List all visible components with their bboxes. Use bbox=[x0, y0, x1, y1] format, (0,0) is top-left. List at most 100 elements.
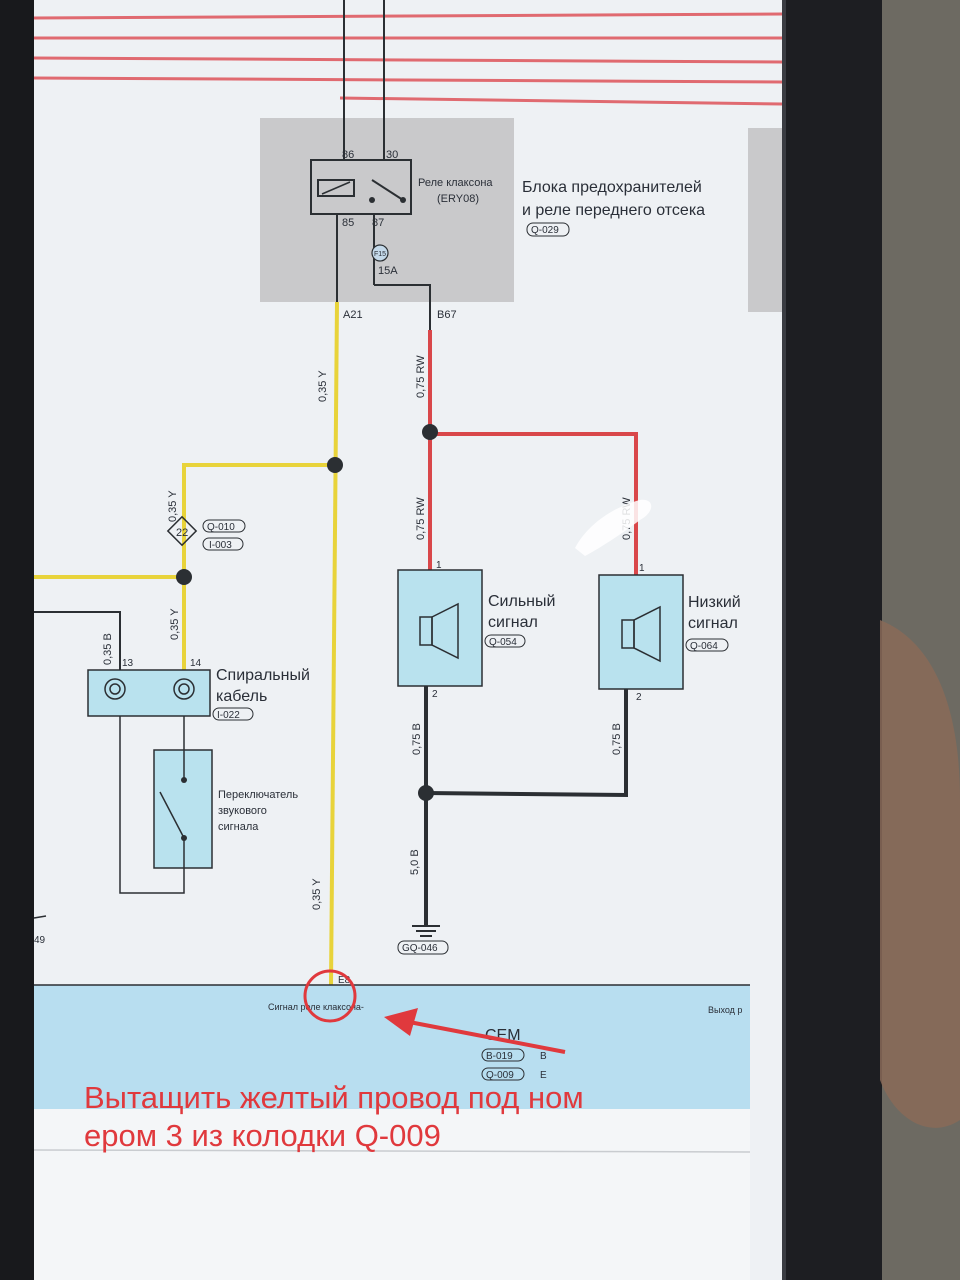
label-wire-8: 0,75 B bbox=[411, 723, 423, 755]
cem-signal-label: Сигнал реле клаксона- bbox=[268, 1002, 364, 1012]
connector-ref2-badge bbox=[202, 537, 244, 551]
annotation-text-1: Вытащить желтый провод под ном bbox=[84, 1080, 584, 1115]
fuse-box-panel bbox=[260, 118, 514, 302]
label-wire-7: 0,35 B bbox=[102, 633, 114, 665]
horn-low-box bbox=[598, 574, 684, 690]
horn-high-pin1: 1 bbox=[436, 560, 442, 571]
splice-red bbox=[422, 424, 438, 440]
label-wire-6: 0,35 Y bbox=[169, 608, 181, 640]
horn-high-cone bbox=[431, 602, 459, 660]
relay-pin-85: 85 bbox=[342, 217, 354, 229]
fuse-rating: 15A bbox=[378, 265, 398, 277]
spiral-cable-box bbox=[87, 669, 211, 717]
horn-high-label-1: Сильный bbox=[488, 593, 555, 610]
annotation-arrow-shaft bbox=[403, 1019, 566, 1054]
switch-label-1: Переключатель bbox=[218, 789, 298, 801]
annotation-arrow-head bbox=[384, 1008, 418, 1036]
relay-code: (ERY08) bbox=[437, 193, 479, 205]
relay-coil bbox=[317, 179, 355, 197]
ground-symbol-icon bbox=[412, 925, 440, 937]
relay-contact bbox=[371, 179, 404, 201]
relay-pin-86: 86 bbox=[342, 149, 354, 161]
label-wire-4: 0,75 RW bbox=[415, 497, 427, 540]
annotation-text-2: ером 3 из колодки Q-009 bbox=[84, 1118, 441, 1153]
fuse-box-ref-badge bbox=[526, 222, 570, 237]
horn-high-pin2: 2 bbox=[432, 689, 438, 700]
splice-ground bbox=[418, 785, 434, 801]
cem-ref2-suffix: E bbox=[540, 1070, 547, 1081]
horn-high-ref: Q-054 bbox=[489, 637, 517, 648]
screen-smudge bbox=[575, 499, 652, 556]
spiral-ref: I-022 bbox=[217, 710, 240, 721]
relay-name: Реле клаксона bbox=[418, 177, 493, 189]
fuse-box-title-1: Блока предохранителей bbox=[522, 179, 702, 196]
spiral-ref-badge bbox=[212, 707, 254, 721]
cem-right-text: Выход р bbox=[708, 1005, 742, 1015]
wire-switch-return bbox=[119, 716, 185, 894]
screen-bottom-area bbox=[34, 1108, 750, 1280]
label-wire-2: 0,75 RW bbox=[415, 355, 427, 398]
horn-relay bbox=[310, 159, 412, 215]
switch-label-2: звукового bbox=[218, 805, 267, 817]
fuse-box-ref: Q-029 bbox=[531, 225, 559, 236]
wire-yellow-main bbox=[329, 301, 339, 986]
switch-contact-icon bbox=[159, 791, 185, 839]
wire-yellow-branch bbox=[182, 463, 335, 577]
horn-low-pin2: 2 bbox=[636, 692, 642, 703]
label-wire-10: 5,0 B bbox=[409, 849, 421, 875]
relay-contact-pivot bbox=[369, 197, 375, 203]
horn-high-ref-badge bbox=[484, 634, 526, 648]
cem-module-band bbox=[34, 985, 750, 1109]
label-wire-1: 0,35 Y bbox=[317, 370, 329, 402]
horn-low-ref-badge bbox=[685, 638, 729, 652]
cem-ref1-badge bbox=[481, 1048, 525, 1062]
spiral-label-1: Спиральный bbox=[216, 667, 310, 684]
spiral-coil-icon bbox=[104, 678, 195, 700]
horn-low-label-2: сигнал bbox=[688, 615, 738, 632]
wire-fuse-to-b67 bbox=[374, 284, 431, 302]
pin-b67: B67 bbox=[437, 309, 457, 321]
horn-high-label-2: сигнал bbox=[488, 614, 538, 631]
ground-ref-badge bbox=[397, 940, 449, 955]
phone-bezel-left bbox=[0, 0, 34, 1280]
spiral-pin-14: 14 bbox=[190, 658, 202, 669]
horn-low-label-1: Низкий bbox=[688, 594, 741, 611]
relay-pin-87: 87 bbox=[372, 217, 384, 229]
horn-low-pin1: 1 bbox=[639, 563, 645, 574]
label-wire-11: 0,35 Y bbox=[311, 878, 323, 910]
pin-a21: A21 bbox=[343, 309, 363, 321]
connector-num: 22 bbox=[176, 527, 188, 539]
phone-bezel bbox=[782, 0, 882, 1280]
bezel-edge bbox=[782, 0, 786, 1280]
fuse-icon bbox=[371, 244, 389, 262]
fuse-id: F15 bbox=[374, 251, 386, 258]
horn-low-cone bbox=[633, 605, 661, 663]
relay-contact-end bbox=[400, 197, 406, 203]
wire-red-branch bbox=[430, 432, 638, 575]
left-partial-ref: 49 bbox=[34, 935, 46, 946]
wire-left-black bbox=[34, 611, 121, 670]
cem-ref1-suffix: B bbox=[540, 1051, 547, 1062]
connector-ref1-badge bbox=[202, 519, 246, 533]
cem-ref1: B-019 bbox=[486, 1051, 513, 1062]
horn-high-box bbox=[397, 569, 483, 687]
spiral-label-2: кабель bbox=[216, 688, 267, 705]
splice-yellow-1 bbox=[327, 457, 343, 473]
top-red-stripes bbox=[33, 12, 783, 106]
horn-switch-box bbox=[153, 749, 213, 869]
ground-ref: GQ-046 bbox=[402, 943, 438, 954]
cem-ref2: Q-009 bbox=[486, 1070, 514, 1081]
left-partial-mark bbox=[33, 915, 47, 919]
relay-pin-30: 30 bbox=[386, 149, 398, 161]
spiral-pin-13: 13 bbox=[122, 658, 134, 669]
adjacent-panel bbox=[748, 128, 782, 312]
cem-ref2-badge bbox=[481, 1067, 525, 1081]
switch-label-3: сигнала bbox=[218, 821, 259, 833]
wire-ground-branch bbox=[425, 689, 628, 798]
switch-terminal-top bbox=[181, 777, 187, 783]
label-wire-9: 0,75 B bbox=[611, 723, 623, 755]
connector-ref1: Q-010 bbox=[207, 522, 235, 533]
relay-coil-mark bbox=[321, 181, 351, 195]
